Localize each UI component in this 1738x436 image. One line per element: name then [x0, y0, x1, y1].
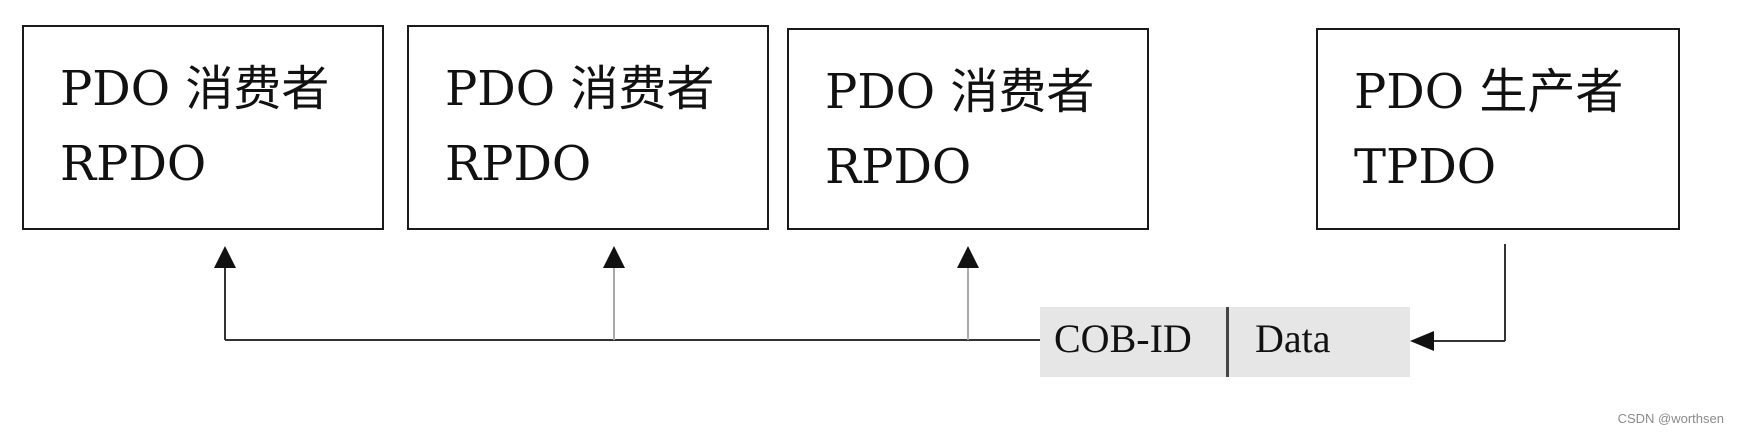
arrowhead-left — [1410, 331, 1434, 351]
data-field: Data — [1255, 316, 1331, 361]
arrowhead-up-2 — [603, 246, 625, 268]
watermark: CSDN @worthsen — [1617, 411, 1724, 426]
pdo-consumer-box-1: PDO 消费者 RPDO — [22, 25, 384, 230]
cob-id-field: COB-ID — [1054, 316, 1192, 361]
consumer-title: PDO 消费者 — [825, 64, 1095, 120]
producer-title: PDO 生产者 — [1354, 64, 1624, 120]
can-message-frame: COB-ID Data — [1040, 307, 1410, 377]
consumer-subtitle: RPDO — [825, 139, 972, 195]
pdo-producer-box: PDO 生产者 TPDO — [1316, 28, 1680, 230]
producer-subtitle: TPDO — [1354, 139, 1497, 195]
consumer-title: PDO 消费者 — [445, 61, 715, 117]
consumer-title: PDO 消费者 — [60, 61, 330, 117]
consumer-subtitle: RPDO — [445, 136, 592, 192]
pdo-consumer-box-3: PDO 消费者 RPDO — [787, 28, 1149, 230]
pdo-consumer-box-2: PDO 消费者 RPDO — [407, 25, 769, 230]
arrowhead-up-1 — [214, 246, 236, 268]
field-divider — [1226, 307, 1229, 377]
consumer-subtitle: RPDO — [60, 136, 207, 192]
arrowhead-up-3 — [957, 246, 979, 268]
